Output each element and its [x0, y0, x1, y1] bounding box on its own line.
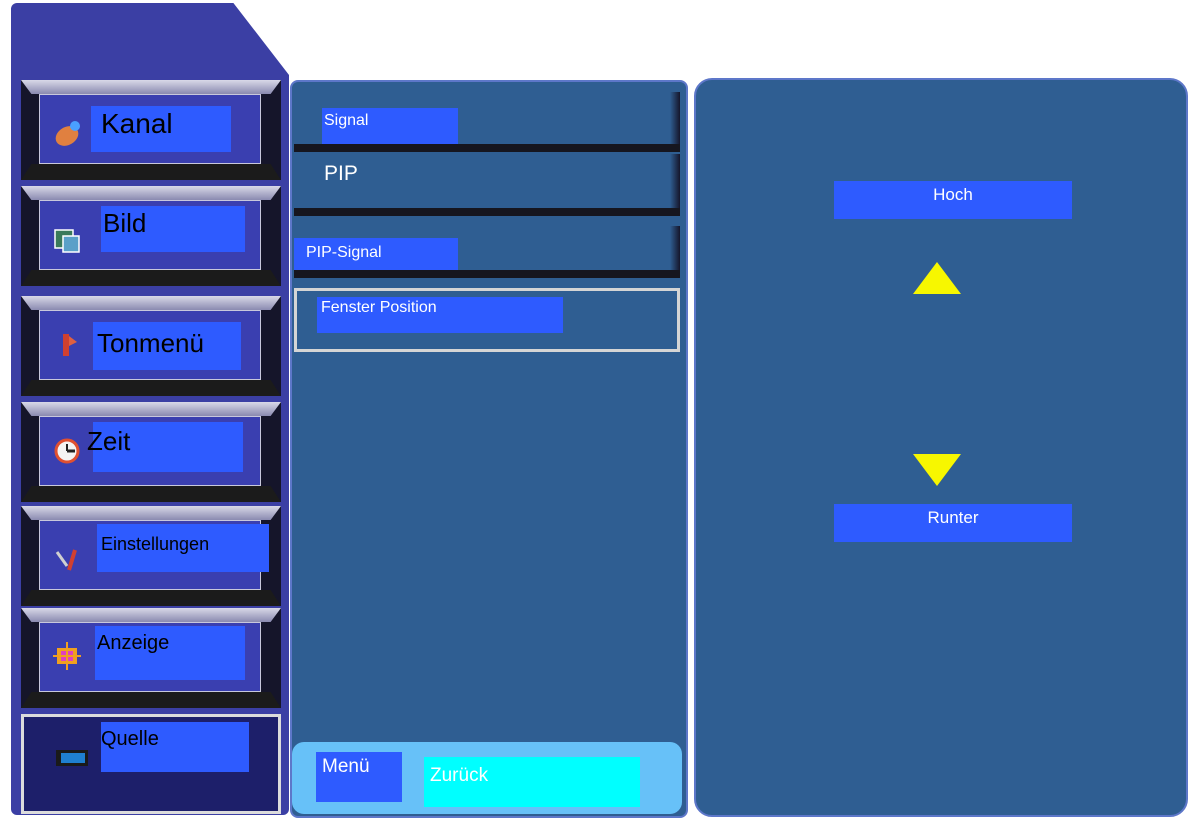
position-panel — [694, 78, 1188, 817]
sidebar-item-quelle[interactable]: Quelle — [21, 714, 281, 814]
up-label: Hoch — [933, 185, 973, 204]
arrow-up-icon[interactable] — [913, 262, 961, 294]
menu-option-fenster-position[interactable]: Fenster Position — [294, 288, 680, 352]
sidebar-item-kanal[interactable]: Kanal — [21, 80, 281, 180]
menu-key-label: Menü — [322, 756, 370, 777]
sidebar-item-label: Tonmenü — [97, 328, 204, 358]
menu-key[interactable]: Menü — [316, 752, 402, 802]
sidebar-item-label: Quelle — [101, 728, 159, 750]
picture-icon — [54, 229, 80, 253]
menu-option-label: PIP — [324, 162, 358, 185]
menu-option-label: Fenster Position — [321, 299, 437, 316]
down-button[interactable]: Runter — [834, 504, 1072, 542]
sidebar-item-label: Einstellungen — [101, 534, 210, 554]
menu-option-signal[interactable]: Signal — [294, 92, 680, 152]
arrow-down-icon[interactable] — [913, 454, 961, 486]
sidebar-item-label: Kanal — [101, 108, 173, 139]
sidebar-item-bild[interactable]: Bild — [21, 186, 281, 286]
up-button[interactable]: Hoch — [834, 181, 1072, 219]
down-label: Runter — [927, 508, 979, 527]
sidebar-item-label: Bild — [103, 208, 147, 238]
speaker-icon — [63, 334, 77, 356]
satellite-dish-icon — [55, 121, 80, 146]
menu-option-pip[interactable]: PIP — [294, 154, 680, 216]
sidebar-item-label: Anzeige — [97, 632, 170, 654]
clock-icon — [54, 438, 80, 464]
back-key[interactable]: Zurück — [424, 757, 640, 807]
back-key-label: Zurück — [430, 765, 489, 786]
sidebar-item-zeit[interactable]: Zeit — [21, 402, 281, 502]
menu-option-label: Signal — [324, 112, 369, 129]
source-input-icon — [56, 750, 88, 766]
menu-option-label: PIP-Signal — [306, 244, 382, 261]
sidebar-item-anzeige[interactable]: Anzeige — [21, 608, 281, 708]
tools-icon — [55, 549, 77, 571]
sidebar-item-label: Zeit — [87, 426, 131, 456]
display-icon — [53, 642, 81, 670]
sidebar-item-tonmenu[interactable]: Tonmenü — [21, 296, 281, 396]
sidebar-item-einstellungen[interactable]: Einstellungen — [21, 506, 281, 606]
menu-option-pip-signal[interactable]: PIP-Signal — [294, 226, 680, 278]
